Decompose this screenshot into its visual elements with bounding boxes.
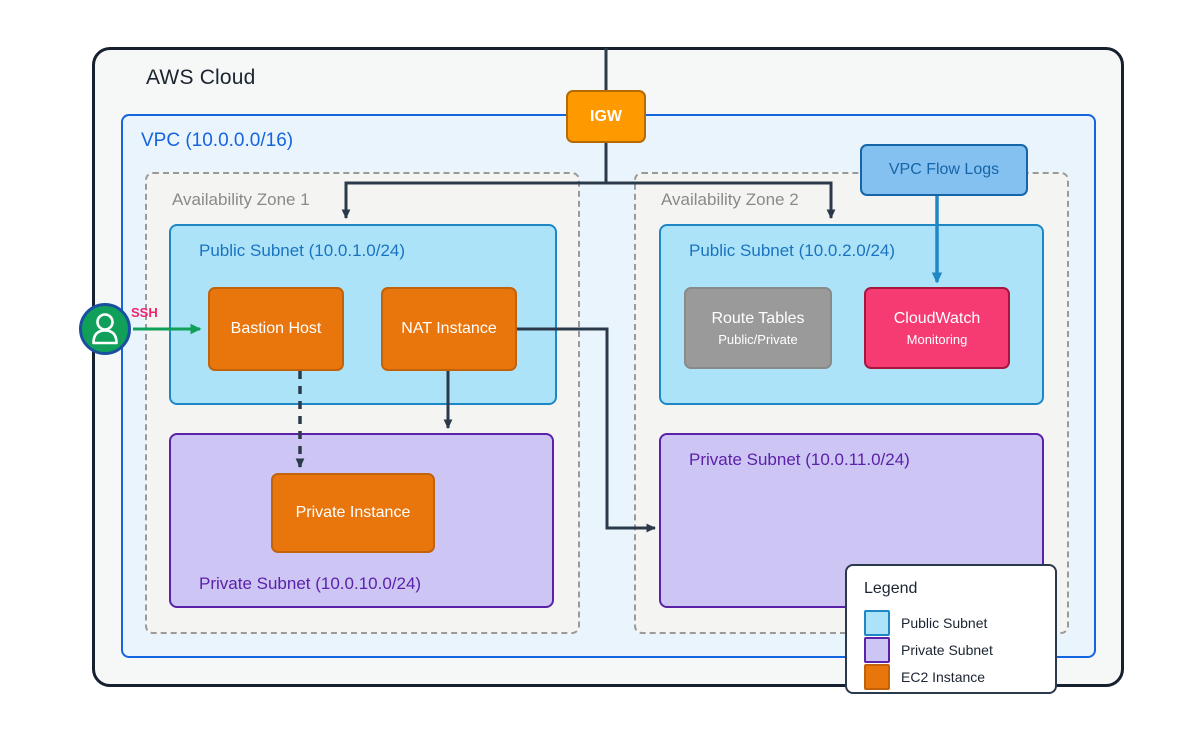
cloudwatch-label: CloudWatch	[893, 309, 981, 327]
legend-item-ec2-instance: EC2 Instance	[864, 664, 985, 690]
user-icon[interactable]	[79, 303, 131, 355]
public-subnet-az1-label: Public Subnet (10.0.1.0/24)	[199, 241, 406, 260]
private-subnet-az2-label: Private Subnet (10.0.11.0/24)	[689, 450, 910, 469]
bastion-host-label: Bastion Host	[230, 320, 322, 337]
igw-node[interactable]: IGW	[566, 90, 646, 143]
route-tables-label: Route Tables	[711, 309, 805, 327]
legend-item-private-subnet: Private Subnet	[864, 637, 993, 663]
legend-swatch-ec2-instance	[864, 664, 890, 690]
legend-item-public-subnet: Public Subnet	[864, 610, 987, 636]
cloudwatch-node[interactable]: CloudWatch Monitoring	[864, 287, 1010, 369]
vpc-flow-logs-node[interactable]: VPC Flow Logs	[860, 144, 1028, 196]
availability-zone-2-label: Availability Zone 2	[661, 190, 799, 209]
legend-label-ec2-instance: EC2 Instance	[901, 669, 986, 685]
ssh-connection-label: SSH	[131, 305, 158, 320]
vpc-flow-logs-label: VPC Flow Logs	[888, 161, 1000, 178]
route-tables-node[interactable]: Route Tables Public/Private	[684, 287, 832, 369]
public-subnet-az2-label: Public Subnet (10.0.2.0/24)	[689, 241, 896, 260]
nat-instance-label: NAT Instance	[401, 320, 497, 337]
legend-swatch-private-subnet	[864, 637, 890, 663]
legend-panel: Legend Public Subnet Private Subnet EC2 …	[845, 564, 1057, 694]
igw-label: IGW	[590, 107, 622, 125]
private-subnet-az1-label: Private Subnet (10.0.10.0/24)	[199, 574, 422, 593]
user-glyph-icon	[92, 313, 118, 345]
aws-cloud-label: AWS Cloud	[146, 66, 256, 89]
availability-zone-1-label: Availability Zone 1	[172, 190, 310, 209]
vpc-label: VPC (10.0.0.0/16)	[141, 130, 294, 151]
legend-label-private-subnet: Private Subnet	[901, 642, 993, 658]
private-instance-node[interactable]: Private Instance	[271, 473, 435, 553]
bastion-host-node[interactable]: Bastion Host	[208, 287, 344, 371]
legend-title: Legend	[864, 580, 918, 597]
legend-label-public-subnet: Public Subnet	[901, 615, 988, 631]
nat-instance-node[interactable]: NAT Instance	[381, 287, 517, 371]
route-tables-sublabel: Public/Private	[718, 331, 798, 347]
legend-swatch-public-subnet	[864, 610, 890, 636]
private-instance-label: Private Instance	[295, 504, 411, 521]
cloudwatch-sublabel: Monitoring	[906, 331, 968, 347]
